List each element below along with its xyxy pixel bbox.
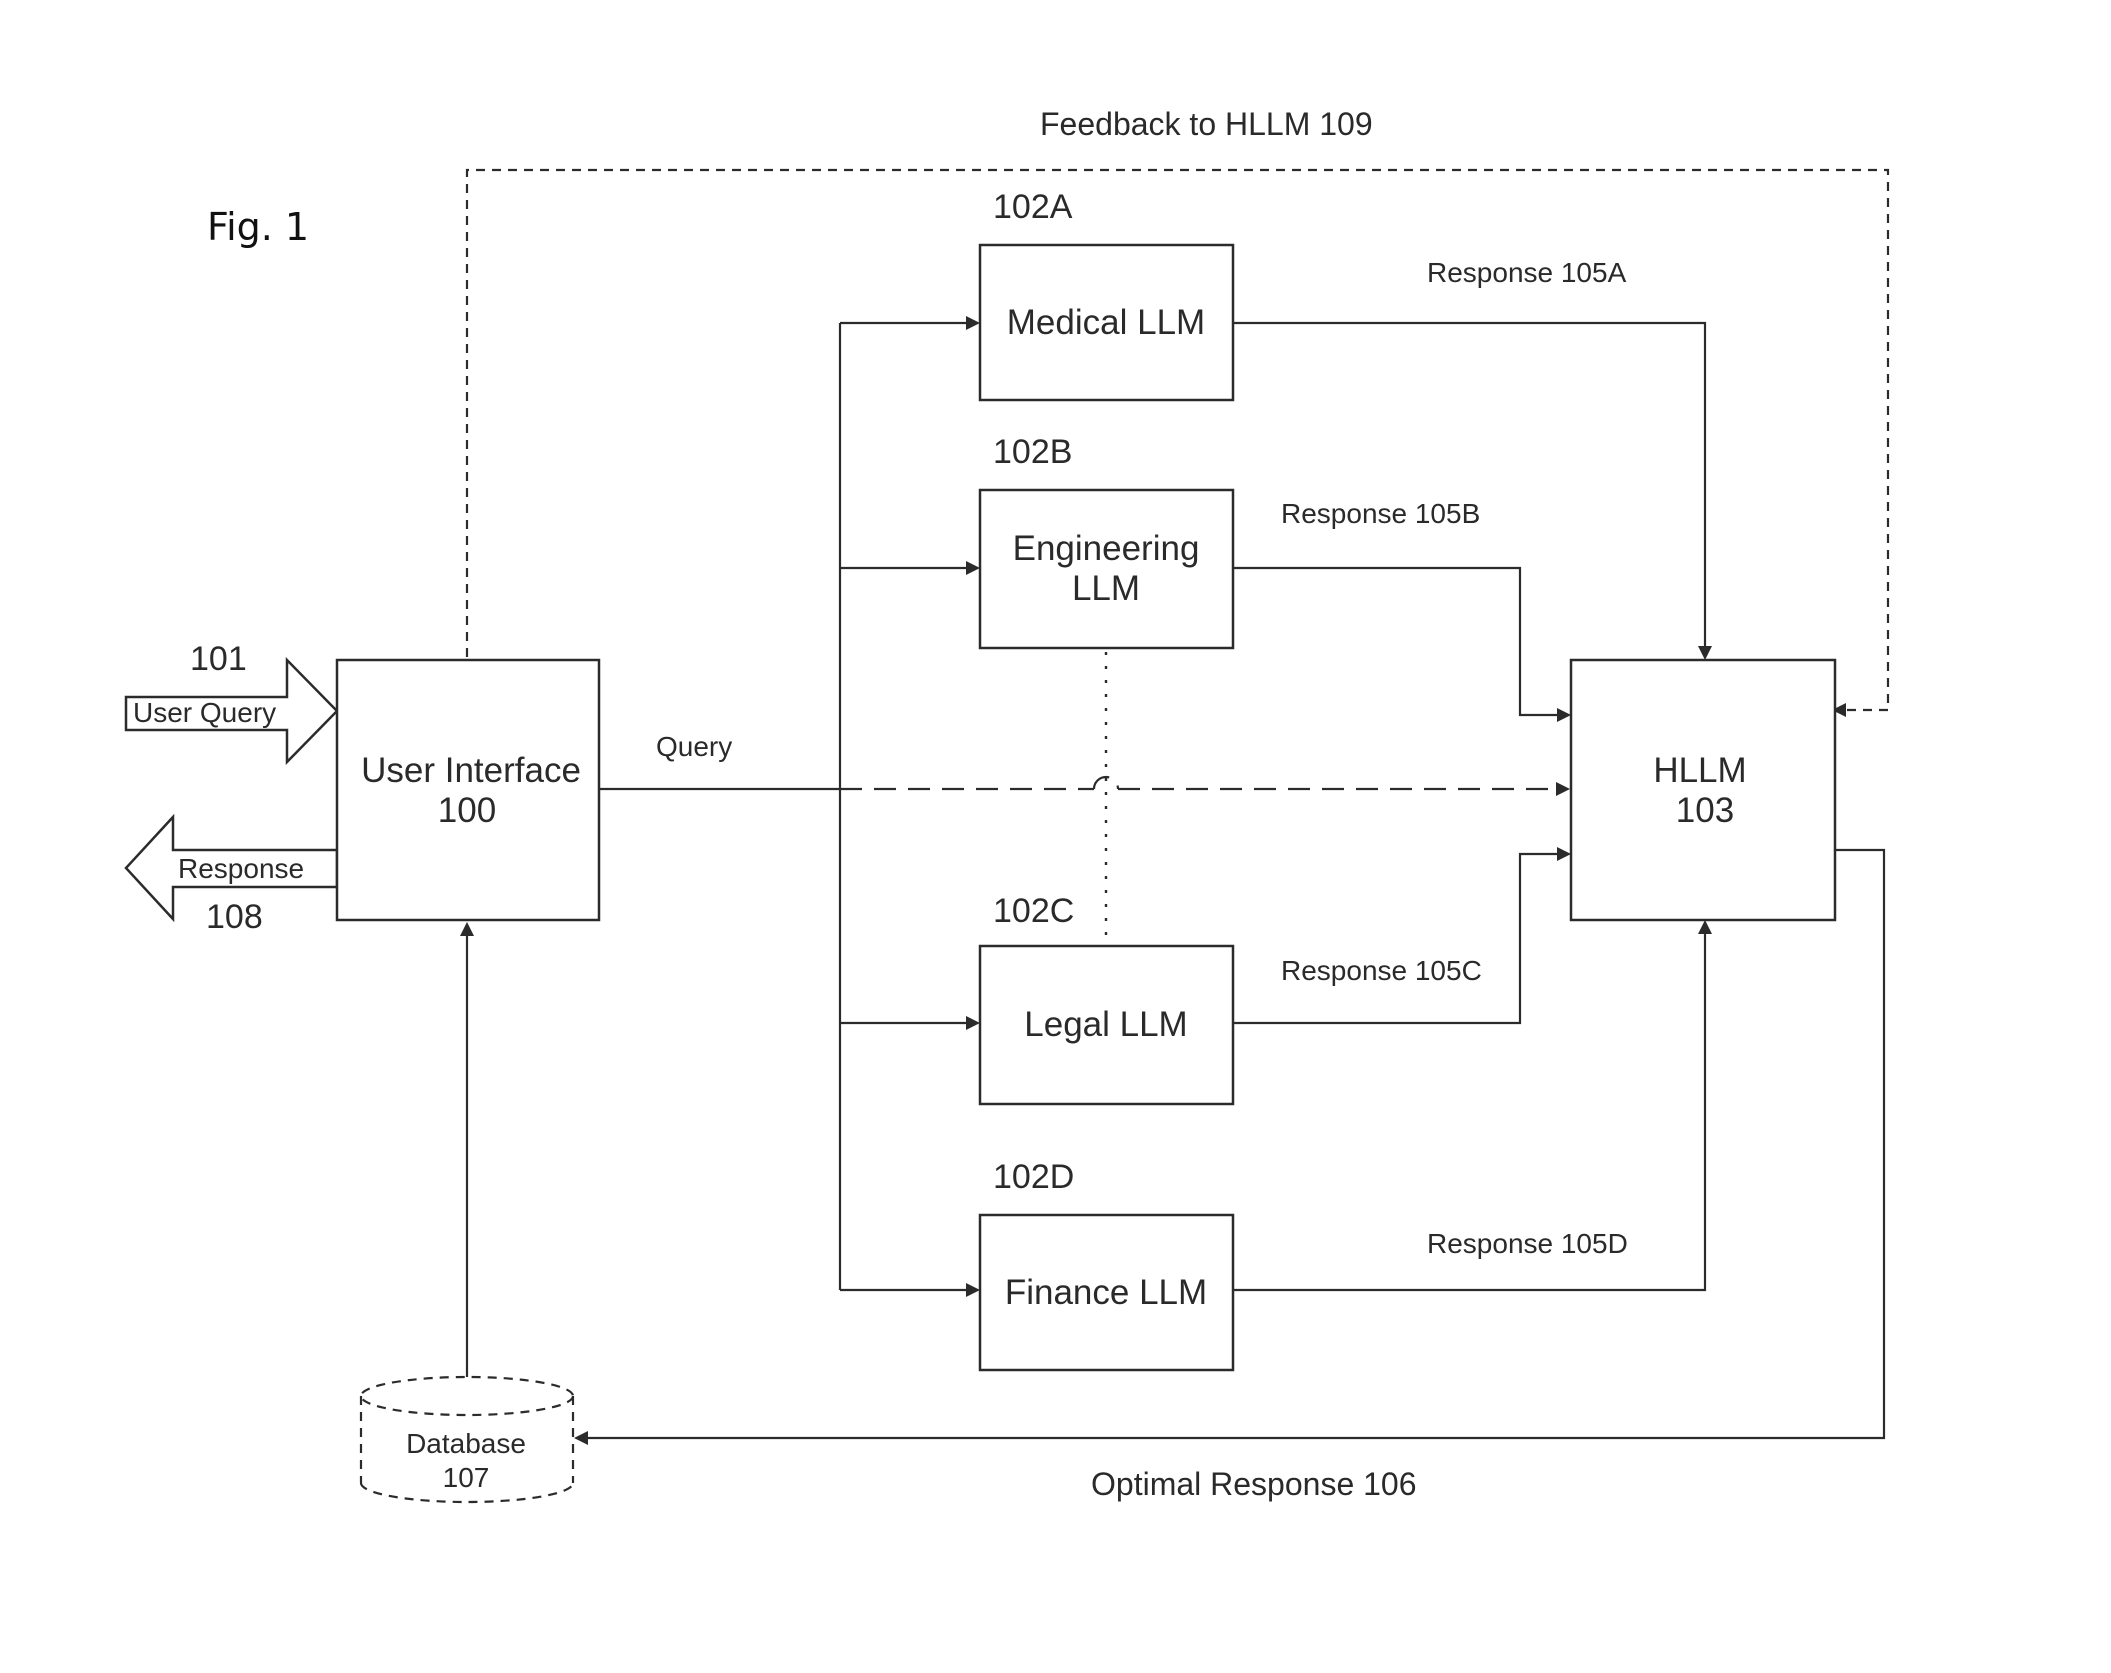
query-to-hllm-connector — [840, 775, 1570, 796]
branch-finance — [840, 1283, 980, 1297]
finance-llm-node — [978, 1213, 1235, 1372]
legal-llm-label: Legal LLM — [1024, 1005, 1187, 1044]
response-b-connector — [1233, 566, 1571, 722]
user-interface-node — [335, 658, 601, 922]
figure-label: Fig. 1 — [207, 205, 309, 249]
branch-legal — [840, 1016, 980, 1030]
optimal-response-connector — [574, 848, 1886, 1445]
feedback-arrowhead — [1832, 703, 1846, 717]
response-c-connector — [1233, 847, 1571, 1025]
user-query-arrow — [124, 656, 339, 766]
legal-ref: 102C — [993, 892, 1074, 930]
hllm-label: HLLM — [1653, 751, 1746, 790]
branch-medical — [840, 316, 980, 330]
query-to-hllm-arrowhead — [1556, 782, 1570, 796]
response-output-ref: 108 — [206, 898, 263, 936]
engineering-llm-label-line1: Engineering — [1013, 529, 1200, 568]
user-interface-label: User Interface — [361, 751, 581, 790]
response-a-connector — [1233, 321, 1712, 660]
database-label: Database — [406, 1428, 526, 1459]
response-b-label: Response 105B — [1281, 498, 1480, 529]
finance-llm-label: Finance LLM — [1005, 1273, 1207, 1312]
medical-ref: 102A — [993, 188, 1073, 226]
hllm-node — [1569, 658, 1837, 922]
finance-ref: 102D — [993, 1158, 1074, 1196]
engineering-ref: 102B — [993, 433, 1072, 471]
hllm-ref: 103 — [1676, 791, 1734, 830]
feedback-connector — [465, 168, 1890, 717]
database-node — [359, 1375, 575, 1504]
medical-llm-node — [978, 243, 1235, 402]
user-interface-ref: 100 — [438, 791, 496, 830]
database-to-ui-connector — [460, 922, 474, 1377]
user-query-ref: 101 — [190, 640, 247, 678]
feedback-label: Feedback to HLLM 109 — [1040, 106, 1373, 142]
response-d-label: Response 105D — [1427, 1228, 1628, 1259]
query-label: Query — [656, 731, 732, 762]
database-ref: 107 — [443, 1462, 490, 1493]
optimal-response-label: Optimal Response 106 — [1091, 1466, 1417, 1502]
engineering-llm-node — [978, 488, 1235, 650]
response-output-arrow — [124, 813, 339, 923]
response-output-label: Response — [178, 853, 304, 884]
user-query-label: User Query — [133, 697, 276, 728]
branch-engineering — [840, 561, 980, 575]
response-d-connector — [1233, 920, 1712, 1292]
response-a-label: Response 105A — [1427, 257, 1627, 288]
engineering-llm-label-line2: LLM — [1072, 569, 1140, 608]
legal-llm-node — [978, 944, 1235, 1106]
medical-llm-label: Medical LLM — [1007, 303, 1205, 342]
response-c-label: Response 105C — [1281, 955, 1482, 986]
